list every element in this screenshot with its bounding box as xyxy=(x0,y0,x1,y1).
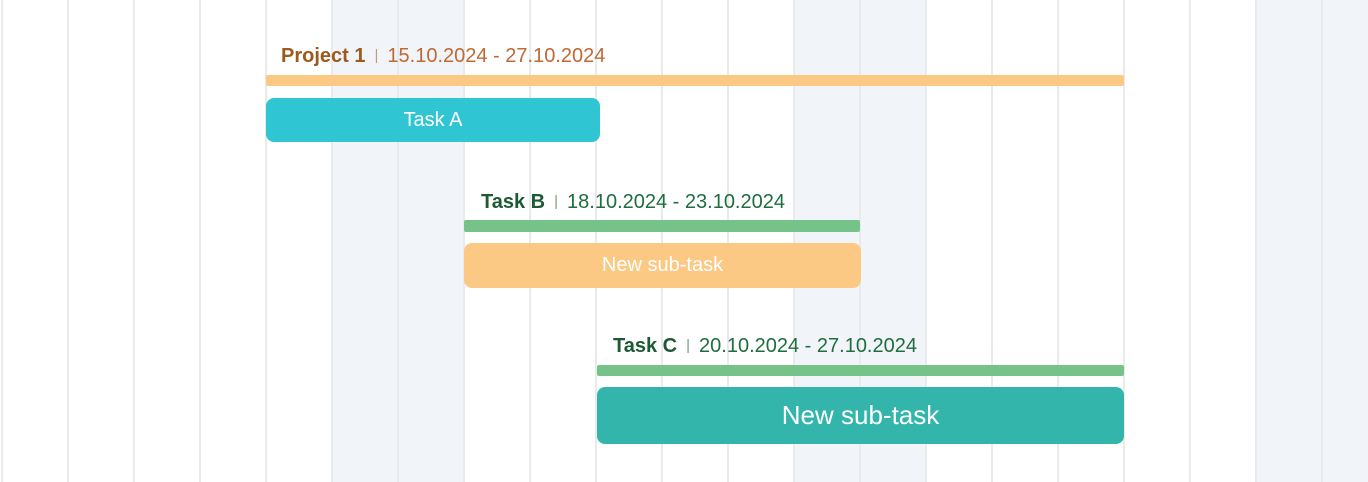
task-b-label[interactable]: Task B | 18.10.2024 - 23.10.2024 xyxy=(481,189,785,215)
task-c-summary-bar[interactable] xyxy=(597,365,1124,376)
task-c-name: Task C xyxy=(613,334,678,357)
label-separator: | xyxy=(686,336,691,354)
task-b-subtask-label: New sub-task xyxy=(601,254,724,276)
task-a-bar[interactable]: Task A xyxy=(266,98,600,142)
label-separator: | xyxy=(554,192,559,210)
task-c-subtask-label: New sub-task xyxy=(781,400,940,430)
task-b-name: Task B xyxy=(481,190,546,213)
project-summary-bar[interactable] xyxy=(266,75,1124,86)
project-date-range: 15.10.2024 - 27.10.2024 xyxy=(387,44,606,67)
task-b-summary-bar[interactable] xyxy=(464,220,860,232)
task-c-label[interactable]: Task C | 20.10.2024 - 27.10.2024 xyxy=(613,333,917,359)
label-separator: | xyxy=(374,46,379,64)
task-b-date-range: 18.10.2024 - 23.10.2024 xyxy=(567,190,785,213)
task-c-subtask-bar[interactable]: New sub-task xyxy=(597,387,1124,444)
task-a-bar-label: Task A xyxy=(403,108,463,131)
project-label[interactable]: Project 1 | 15.10.2024 - 27.10.2024 xyxy=(281,43,605,69)
task-b-subtask-bar[interactable]: New sub-task xyxy=(464,243,861,288)
task-c-date-range: 20.10.2024 - 27.10.2024 xyxy=(699,334,917,357)
project-name: Project 1 xyxy=(281,44,366,67)
